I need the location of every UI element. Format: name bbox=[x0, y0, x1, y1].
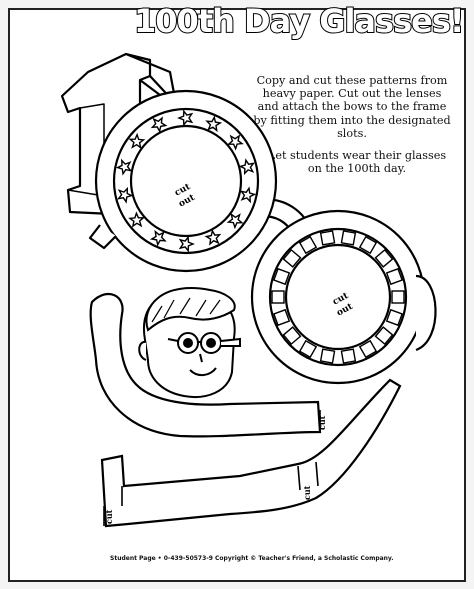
instructions-block: Copy and cut these patterns from heavy p… bbox=[252, 74, 452, 184]
bow-slots bbox=[103, 410, 321, 526]
right-lens-frame bbox=[250, 209, 437, 385]
page-title: 100th Day Glasses! bbox=[133, 1, 465, 41]
star-icon bbox=[204, 228, 222, 246]
lens-box bbox=[374, 326, 394, 346]
star-icon bbox=[226, 134, 244, 151]
star-icon bbox=[116, 186, 134, 204]
lens-box bbox=[298, 235, 318, 255]
lens-box bbox=[319, 348, 336, 364]
lens-box bbox=[385, 267, 403, 286]
lens-box bbox=[282, 326, 302, 346]
bow-arm-lower bbox=[100, 378, 402, 528]
star-icon bbox=[128, 132, 146, 150]
lens-box bbox=[271, 290, 285, 304]
star-icon-ring bbox=[115, 109, 257, 253]
lens-box bbox=[319, 230, 336, 246]
lens-box-ring bbox=[271, 230, 405, 364]
lens-box bbox=[374, 248, 394, 268]
star-icon bbox=[115, 158, 133, 176]
lens-box bbox=[358, 339, 378, 359]
bow-arm-upper bbox=[89, 292, 322, 438]
lens-box bbox=[385, 308, 403, 327]
lens-box bbox=[298, 339, 318, 359]
star-icon bbox=[150, 116, 168, 134]
instructions-paragraph-2: Let students wear their glasses on the 1… bbox=[267, 149, 447, 176]
star-icon bbox=[205, 115, 223, 133]
copyright-footer: Student Page • 0-439-50573-9 Copyright ©… bbox=[110, 555, 394, 562]
child-face-illustration bbox=[138, 287, 241, 398]
lens-box bbox=[340, 230, 357, 246]
glasses-icon bbox=[167, 332, 241, 354]
lens-box bbox=[273, 308, 291, 327]
bow-cut-label-right: cut bbox=[317, 415, 327, 430]
instructions-paragraph-1: Copy and cut these patterns from heavy p… bbox=[253, 74, 451, 140]
star-icon bbox=[239, 186, 257, 204]
bow-cut-label-bottom: cut bbox=[104, 509, 114, 524]
lens-box bbox=[282, 248, 302, 268]
lens-box bbox=[358, 235, 378, 255]
star-icon bbox=[238, 158, 256, 176]
star-icon bbox=[128, 211, 146, 228]
star-icon bbox=[226, 212, 244, 230]
lens-box bbox=[273, 267, 291, 286]
star-icon bbox=[178, 235, 195, 253]
lens-box bbox=[340, 348, 357, 364]
lens-box bbox=[391, 290, 405, 304]
star-icon bbox=[177, 109, 194, 127]
bow-cut-label-upper: cut bbox=[302, 485, 312, 500]
star-icon bbox=[149, 229, 167, 247]
